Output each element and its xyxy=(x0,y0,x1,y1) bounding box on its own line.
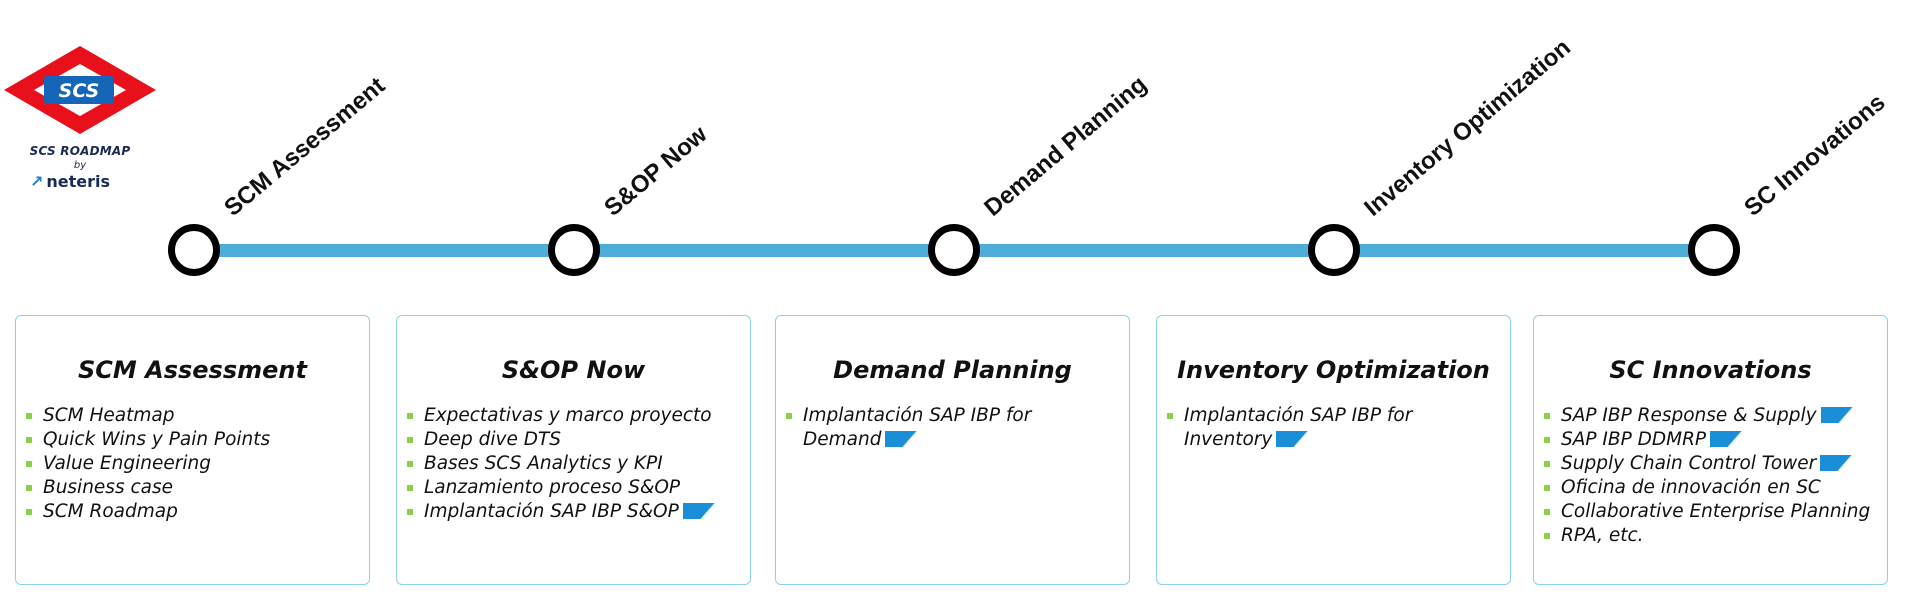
list-item-text: Value Engineering xyxy=(43,453,211,474)
list-item: SCM Heatmap xyxy=(26,404,365,428)
card-sop-now: S&OP Now Expectativas y marco proyecto D… xyxy=(396,315,751,585)
bullet-icon xyxy=(407,509,413,515)
list-item: Implantación SAP IBP for Inventory xyxy=(1167,404,1464,452)
logo-badge-text: SCS xyxy=(59,80,100,102)
scs-roadmap-logo: SCS SCS ROADMAP by ↗ neteris xyxy=(0,40,160,200)
list-item-text: Implantación SAP IBP for Demand xyxy=(803,405,1032,450)
sap-logo-icon xyxy=(1820,407,1853,423)
list-item-text: Quick Wins y Pain Points xyxy=(43,429,271,450)
bullet-icon xyxy=(1544,437,1550,443)
list-item: Quick Wins y Pain Points xyxy=(26,428,365,452)
list-item: RPA, etc. xyxy=(1544,524,1883,548)
bullet-icon xyxy=(407,413,413,419)
list-item-text: Lanzamiento proceso S&OP xyxy=(424,477,681,498)
bullet-icon xyxy=(26,413,32,419)
list-item-text: Bases SCS Analytics y KPI xyxy=(424,453,663,474)
card-inventory-optimization: Inventory Optimization Implantación SAP … xyxy=(1156,315,1511,585)
milestone-label-1: SCM Assessment xyxy=(219,72,391,222)
list-item: Value Engineering xyxy=(26,452,365,476)
sap-logo-icon xyxy=(1820,455,1853,471)
bullet-icon xyxy=(1544,533,1550,539)
list-item-text: Implantación SAP IBP for Inventory xyxy=(1184,405,1413,450)
bullet-icon xyxy=(26,461,32,467)
bullet-icon xyxy=(1544,413,1550,419)
list-item-text: Deep dive DTS xyxy=(424,429,562,450)
milestone-2 xyxy=(548,224,600,276)
sap-logo-icon xyxy=(1710,431,1743,447)
card-title: SC Innovations xyxy=(1609,356,1812,384)
card-list: Expectativas y marco proyecto Deep dive … xyxy=(397,404,750,524)
list-item: Bases SCS Analytics y KPI xyxy=(407,452,746,476)
bullet-icon xyxy=(407,461,413,467)
list-item-text: SCM Roadmap xyxy=(43,501,178,522)
card-title: Inventory Optimization xyxy=(1177,356,1490,384)
list-item-text: Expectativas y marco proyecto xyxy=(424,405,712,426)
bullet-icon xyxy=(26,485,32,491)
milestone-label-3: Demand Planning xyxy=(979,70,1152,222)
sap-logo-icon xyxy=(682,503,715,519)
list-item: Lanzamiento proceso S&OP xyxy=(407,476,746,500)
list-item: Expectativas y marco proyecto xyxy=(407,404,746,428)
card-sc-innovations: SC Innovations SAP IBP Response & Supply… xyxy=(1533,315,1888,585)
bullet-icon xyxy=(26,509,32,515)
card-title: SCM Assessment xyxy=(78,356,307,384)
card-list: SAP IBP Response & Supply SAP IBP DDMRP … xyxy=(1534,404,1887,548)
list-item: SCM Roadmap xyxy=(26,500,365,524)
list-item: Supply Chain Control Tower xyxy=(1544,452,1883,476)
list-item: SAP IBP Response & Supply xyxy=(1544,404,1883,428)
list-item-text: SCM Heatmap xyxy=(43,405,175,426)
list-item-text: SAP IBP Response & Supply xyxy=(1561,405,1817,426)
list-item: Business case xyxy=(26,476,365,500)
logo-brand: ↗ neteris xyxy=(30,172,110,191)
bullet-icon xyxy=(1544,461,1550,467)
list-item: SAP IBP DDMRP xyxy=(1544,428,1883,452)
list-item-text: Collaborative Enterprise Planning xyxy=(1561,501,1871,522)
card-list: Implantación SAP IBP for Demand xyxy=(776,404,1129,452)
list-item-text: Oficina de innovación en SC xyxy=(1561,477,1821,498)
card-title: S&OP Now xyxy=(501,356,646,384)
card-demand-planning: Demand Planning Implantación SAP IBP for… xyxy=(775,315,1130,585)
milestone-3 xyxy=(928,224,980,276)
list-item-text: Supply Chain Control Tower xyxy=(1561,453,1817,474)
milestone-label-2: S&OP Now xyxy=(599,120,713,222)
logo-caption: SCS ROADMAP xyxy=(29,144,131,158)
bullet-icon xyxy=(1544,485,1550,491)
bullet-icon xyxy=(407,437,413,443)
milestone-5 xyxy=(1688,224,1740,276)
list-item-text: Implantación SAP IBP S&OP xyxy=(424,501,679,522)
scs-diamond-icon: SCS xyxy=(4,46,156,134)
list-item-text: Business case xyxy=(43,477,173,498)
card-title: Demand Planning xyxy=(833,356,1072,384)
arrow-up-right-icon: ↗ xyxy=(30,172,44,191)
list-item: Oficina de innovación en SC xyxy=(1544,476,1883,500)
logo-by: by xyxy=(73,160,87,171)
list-item: Collaborative Enterprise Planning xyxy=(1544,500,1883,524)
list-item: Deep dive DTS xyxy=(407,428,746,452)
bullet-icon xyxy=(1167,413,1173,419)
milestone-1 xyxy=(168,224,220,276)
list-item: Implantación SAP IBP for Demand xyxy=(786,404,1083,452)
sap-logo-icon xyxy=(1276,431,1309,447)
list-item: Implantación SAP IBP S&OP xyxy=(407,500,746,524)
milestone-label-5: SC Innovations xyxy=(1739,88,1891,222)
card-scm-assessment: SCM Assessment SCM Heatmap Quick Wins y … xyxy=(15,315,370,585)
card-list: SCM Heatmap Quick Wins y Pain Points Val… xyxy=(16,404,369,524)
bullet-icon xyxy=(407,485,413,491)
bullet-icon xyxy=(786,413,792,419)
bullet-icon xyxy=(26,437,32,443)
card-list: Implantación SAP IBP for Inventory xyxy=(1157,404,1510,452)
logo-brand-text: neteris xyxy=(46,172,111,191)
list-item-text: RPA, etc. xyxy=(1561,525,1644,546)
milestone-4 xyxy=(1308,224,1360,276)
sap-logo-icon xyxy=(885,431,918,447)
milestone-label-4: Inventory Optimization xyxy=(1359,33,1576,222)
list-item-text: SAP IBP DDMRP xyxy=(1561,429,1707,450)
bullet-icon xyxy=(1544,509,1550,515)
